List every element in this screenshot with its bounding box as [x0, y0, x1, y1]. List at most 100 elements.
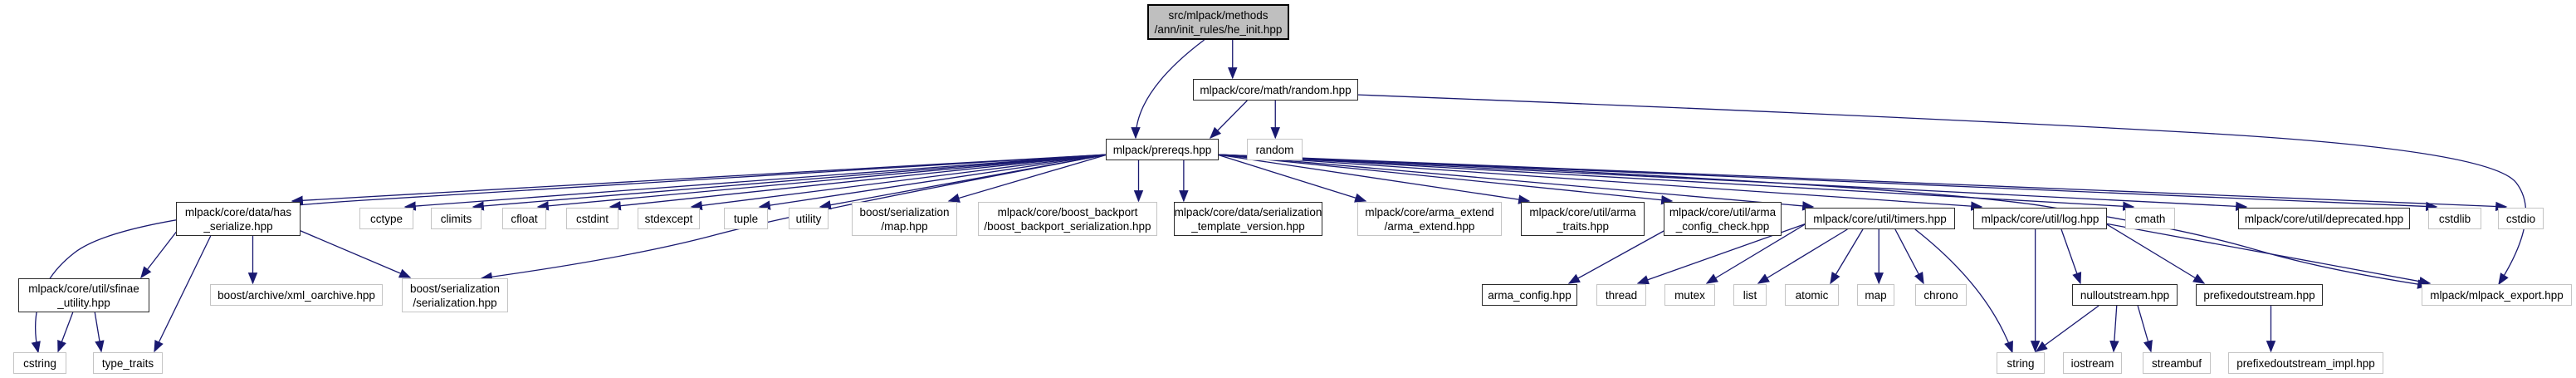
edge-timers-atomic: [1830, 228, 1864, 285]
node-arma_config_check[interactable]: mlpack/core/util/arma_config_check.hpp: [1664, 202, 1782, 236]
edge-has_serialize-type_traits: [154, 235, 212, 353]
node-label-line: cfloat: [511, 212, 538, 225]
node-label-line: mlpack/mlpack_export.hpp: [2430, 288, 2564, 302]
node-cstdlib: cstdlib: [2428, 208, 2481, 229]
node-label-line: mlpack/core/data/has: [184, 205, 292, 218]
edge-prereqs-stdexcept: [690, 154, 1108, 211]
node-arma_traits[interactable]: mlpack/core/util/arma_traits.hpp: [1521, 202, 1645, 236]
node-label-line: streambuf: [2151, 356, 2202, 370]
edge-prereqs-boost_serialization: [480, 154, 1108, 282]
node-prereqs[interactable]: mlpack/prereqs.hpp: [1106, 139, 1219, 160]
node-label-line: tuple: [733, 212, 759, 225]
node-label-line: mlpack/core/util/deprecated.hpp: [2244, 212, 2404, 225]
node-boost_serialization: boost/serialization/serialization.hpp: [402, 278, 508, 312]
edge-timers-mutex: [1705, 223, 1807, 284]
edge-prereqs-timers: [1216, 154, 1815, 211]
node-boost_map: boost/serialization/map.hpp: [852, 202, 957, 236]
edge-nulloutstream-streambuf: [2137, 305, 2153, 353]
edge-random_hpp-mlpack_export: [1356, 94, 2527, 286]
node-label-line: cctype: [369, 212, 403, 225]
edge-prereqs-cmath: [1216, 154, 2135, 211]
node-label-line: climits: [440, 212, 472, 225]
node-label-line: _traits.hpp: [1556, 219, 1610, 233]
node-label-line: /arma_extend.hpp: [1384, 219, 1475, 233]
node-random_std: random: [1247, 139, 1303, 160]
edge-timers-chrono: [1894, 228, 1924, 285]
node-has_serialize[interactable]: mlpack/core/data/has_serialize.hpp: [176, 202, 301, 236]
edge-he_init-prereqs: [1131, 39, 1205, 140]
node-random_hpp[interactable]: mlpack/core/math/random.hpp: [1193, 79, 1358, 101]
edge-has_serialize-sfinae: [140, 229, 178, 279]
node-label-line: boost/serialization: [409, 282, 501, 295]
node-label-line: mlpack/core/util/arma: [1529, 205, 1636, 218]
edge-prereqs-arma_traits: [1216, 154, 1531, 204]
node-prefixedoutstream[interactable]: prefixedoutstream.hpp: [2196, 284, 2323, 306]
edge-prereqs-has_serialize: [291, 154, 1108, 205]
node-iostream: iostream: [2063, 352, 2122, 374]
node-label-line: /serialization.hpp: [413, 296, 497, 309]
edge-arma_config_check-arma_config: [1567, 229, 1666, 284]
node-log[interactable]: mlpack/core/util/log.hpp: [1973, 208, 2107, 229]
node-string: string: [1997, 352, 2045, 374]
node-ser_template[interactable]: mlpack/core/data/serialization_template_…: [1174, 202, 1322, 236]
node-label-line: _config_check.hpp: [1675, 219, 1770, 233]
node-thread: thread: [1596, 284, 1646, 306]
node-sfinae[interactable]: mlpack/core/util/sfinae_utility.hpp: [18, 278, 149, 312]
node-mlpack_export: mlpack/mlpack_export.hpp: [2422, 284, 2572, 306]
node-label-line: mlpack/core/util/log.hpp: [1981, 212, 2099, 225]
edge-sfinae-cstring: [57, 312, 74, 353]
node-label-line: cstring: [23, 356, 56, 370]
node-climits: climits: [431, 208, 481, 229]
node-label-line: _template_version.hpp: [1191, 219, 1305, 233]
edge-prereqs-deprecated: [1216, 154, 2248, 212]
edge-nulloutstream-iostream: [2109, 305, 2119, 353]
node-atomic: atomic: [1785, 284, 1839, 306]
edge-timers-list: [1757, 228, 1848, 284]
node-label-line: mlpack/prereqs.hpp: [1112, 143, 1212, 156]
node-label-line: cstdio: [2505, 212, 2536, 225]
node-mutex: mutex: [1664, 284, 1715, 306]
node-arma_config[interactable]: arma_config.hpp: [1482, 284, 1577, 306]
node-deprecated[interactable]: mlpack/core/util/deprecated.hpp: [2238, 208, 2410, 229]
node-cctype: cctype: [359, 208, 413, 229]
node-label-line: atomic: [1795, 288, 1829, 302]
node-label-line: /boost_backport_serialization.hpp: [984, 219, 1151, 233]
node-label-line: prefixedoutstream.hpp: [2203, 288, 2315, 302]
edge-log-prefixedoutstream: [2104, 223, 2206, 284]
node-label-line: chrono: [1923, 288, 1958, 302]
edge-prereqs-cfloat: [536, 154, 1108, 211]
node-boost_backport: mlpack/core/boost_backport/boost_backpor…: [978, 202, 1157, 236]
node-label-line: cmath: [2134, 212, 2166, 225]
edge-prereqs-mlpack_export: [1216, 154, 2430, 289]
node-label-line: _utility.hpp: [57, 296, 110, 309]
node-cstring: cstring: [13, 352, 66, 374]
node-prefixed_impl: prefixedoutstream_impl.hpp: [2228, 352, 2383, 374]
edge-prereqs-cstring: [31, 154, 1108, 354]
node-label-line: mlpack/core/arma_extend: [1365, 205, 1494, 218]
node-label-line: cstdlib: [2438, 212, 2471, 225]
node-nulloutstream[interactable]: nulloutstream.hpp: [2072, 284, 2178, 306]
node-list: list: [1733, 284, 1767, 306]
edge-log-mlpack_export: [2104, 223, 2432, 287]
node-label-line: mlpack/core/boost_backport: [997, 205, 1138, 218]
edge-timers-string: [1914, 228, 2013, 354]
node-label-line: type_traits: [101, 356, 154, 370]
edge-log-nulloutstream: [2060, 228, 2082, 285]
node-label-line: string: [2007, 356, 2035, 370]
node-he_init: src/mlpack/methods/ann/init_rules/he_ini…: [1147, 4, 1289, 40]
node-xml_oarchive: boost/archive/xml_oarchive.hpp: [210, 284, 383, 306]
edge-random_hpp-prereqs: [1209, 100, 1248, 140]
node-timers[interactable]: mlpack/core/util/timers.hpp: [1805, 208, 1955, 229]
edge-prereqs-cstdio: [1216, 154, 2508, 212]
node-label-line: map: [1865, 288, 1887, 302]
node-label-line: /ann/init_rules/he_init.hpp: [1154, 22, 1283, 36]
node-arma_extend: mlpack/core/arma_extend/arma_extend.hpp: [1357, 202, 1502, 236]
edge-has_serialize-boost_serialization: [298, 229, 412, 278]
node-label-line: random: [1255, 143, 1294, 156]
node-cstdint: cstdint: [566, 208, 618, 229]
node-streambuf: streambuf: [2143, 352, 2211, 374]
node-label-line: mlpack/core/util/timers.hpp: [1813, 212, 1947, 225]
edge-nulloutstream-string: [2035, 305, 2099, 352]
